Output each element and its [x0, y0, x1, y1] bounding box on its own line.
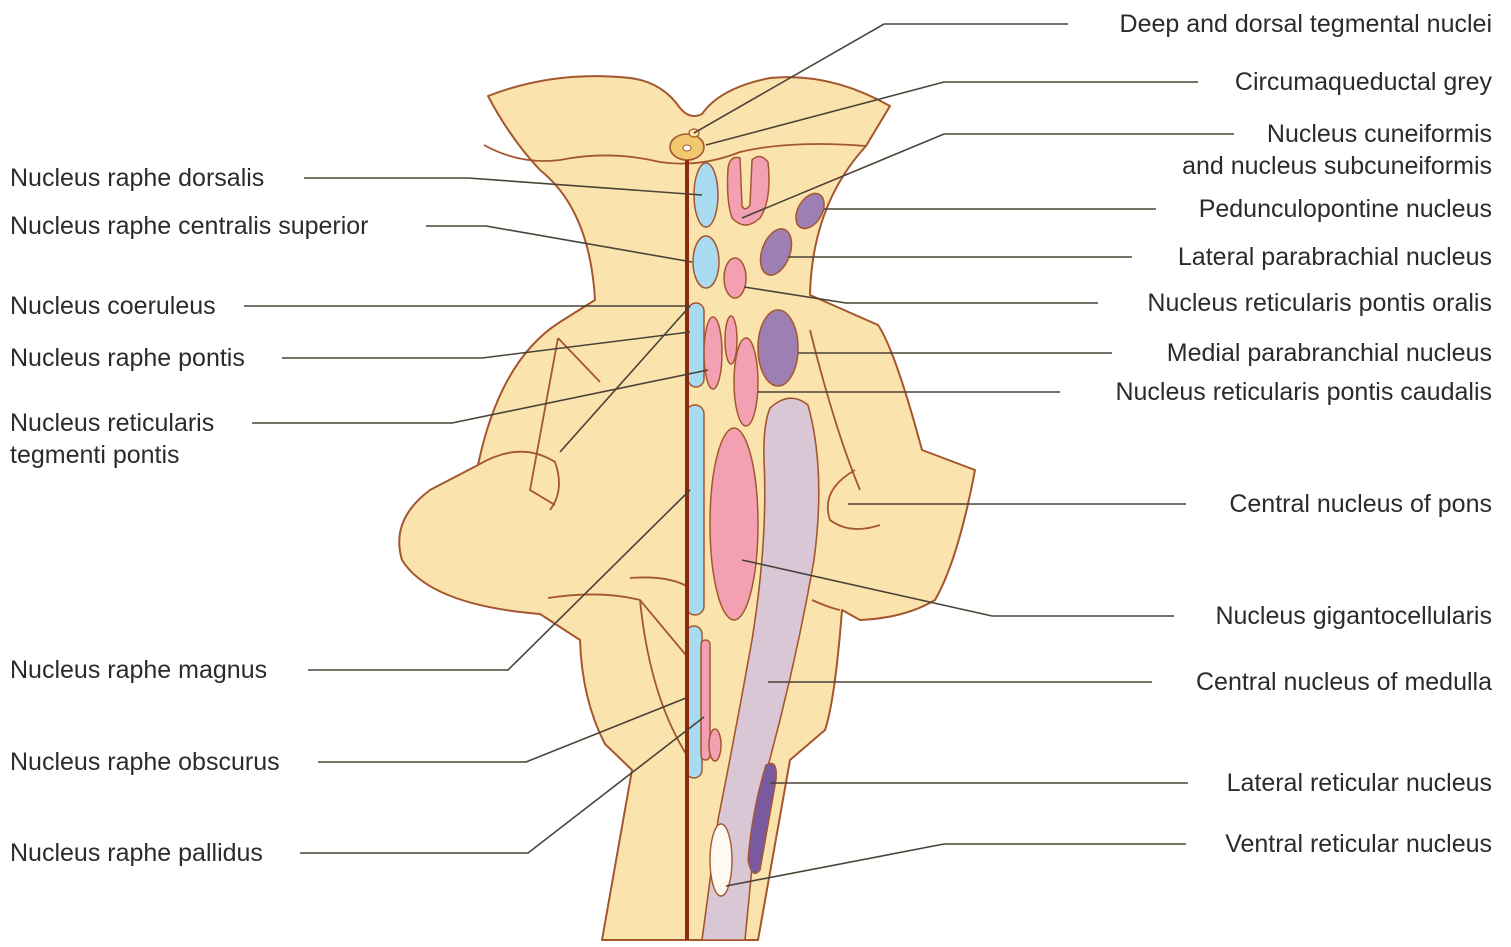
label-deep-dorsal-tegmental: Deep and dorsal tegmental nuclei: [1120, 8, 1492, 40]
label-raphe-magnus: Nucleus raphe magnus: [10, 654, 267, 686]
label-raphe-pontis: Nucleus raphe pontis: [10, 342, 245, 374]
reticularis-tegmenti-pontis-b: [725, 316, 737, 364]
label-lateral-parabrachial: Lateral parabrachial nucleus: [1178, 241, 1492, 273]
label-central-pons: Central nucleus of pons: [1229, 488, 1492, 520]
aqueduct: [683, 145, 691, 151]
label-raphe-obscurus: Nucleus raphe obscurus: [10, 746, 280, 778]
label-medial-parabranchial: Medial parabranchial nucleus: [1167, 337, 1492, 369]
label-pedunculopontine: Pedunculopontine nucleus: [1199, 193, 1492, 225]
label-raphe-pallidus: Nucleus raphe pallidus: [10, 837, 263, 869]
leader-ventral-reticular: [726, 844, 1186, 886]
label-gigantocellularis: Nucleus gigantocellularis: [1215, 600, 1492, 632]
label-reticularis-pontis-caudalis: Nucleus reticularis pontis caudalis: [1115, 376, 1492, 408]
reticularis-pontis-oralis: [724, 258, 746, 298]
label-circumaqueductal-grey: Circumaqueductal grey: [1235, 66, 1492, 98]
reticularis-pontis-caudalis: [734, 338, 758, 426]
gigantocellularis-nucleus: [710, 428, 758, 620]
label-cuneiformis: Nucleus cuneiformis and nucleus subcunei…: [1182, 118, 1492, 182]
label-raphe-centralis-superior: Nucleus raphe centralis superior: [10, 210, 369, 242]
reticularis-tegmenti-pontis-a: [704, 317, 722, 389]
label-reticularis-pontis-oralis: Nucleus reticularis pontis oralis: [1147, 287, 1492, 319]
label-central-medulla: Central nucleus of medulla: [1196, 666, 1492, 698]
label-lateral-reticular: Lateral reticular nucleus: [1227, 767, 1492, 799]
label-coeruleus: Nucleus coeruleus: [10, 290, 216, 322]
label-raphe-dorsalis: Nucleus raphe dorsalis: [10, 162, 264, 194]
medial-parabranchial-nucleus: [758, 310, 798, 386]
pink-small-lower: [709, 729, 721, 761]
raphe-centralis-superior: [693, 236, 719, 288]
label-ventral-reticular: Ventral reticular nucleus: [1225, 828, 1492, 860]
label-reticularis-tegmenti-pontis: Nucleus reticularis tegmenti pontis: [10, 407, 214, 471]
